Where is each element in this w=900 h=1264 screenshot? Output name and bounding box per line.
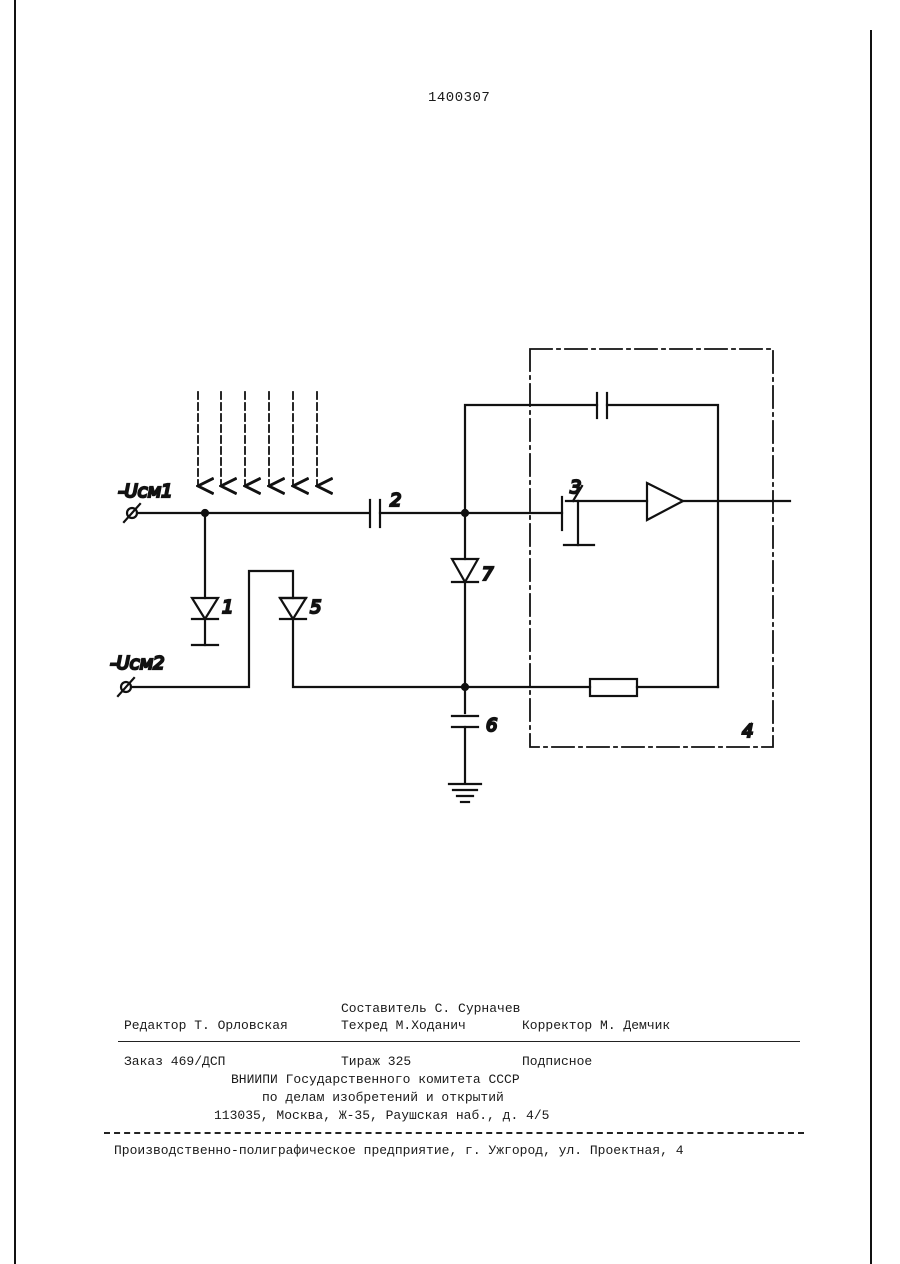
imprint-rule-dashed bbox=[104, 1132, 804, 1134]
address-line: 113035, Москва, Ж-35, Раушская наб., д. … bbox=[214, 1108, 549, 1123]
label-component-1: 1 bbox=[222, 597, 233, 618]
label-ucm2: -Ucм2 bbox=[110, 653, 165, 674]
org-line-1: ВНИИПИ Государственного комитета СССР bbox=[231, 1072, 520, 1087]
order-line: Заказ 469/ДСП bbox=[124, 1054, 225, 1069]
label-component-3: 3 bbox=[570, 477, 581, 498]
feedback-capacitor bbox=[465, 393, 718, 687]
editor-line: Редактор Т. Орловская bbox=[124, 1018, 288, 1033]
label-ucm1: -Ucм1 bbox=[118, 481, 173, 502]
photodiode-1 bbox=[192, 513, 218, 645]
label-component-6: 6 bbox=[486, 715, 497, 736]
label-component-4: 4 bbox=[742, 721, 753, 742]
imprint-rule-solid bbox=[118, 1041, 800, 1042]
ground-symbol bbox=[449, 784, 481, 802]
capacitor-6 bbox=[452, 716, 478, 783]
compiler-line: Составитель С. Сурначев bbox=[341, 1001, 520, 1016]
diode-5 bbox=[280, 598, 465, 687]
corrector-line: Корректор М. Демчик bbox=[522, 1018, 670, 1033]
light-rays bbox=[198, 392, 317, 486]
subscription-line: Подписное bbox=[522, 1054, 592, 1069]
org-line-2: по делам изобретений и открытий bbox=[262, 1090, 504, 1105]
printer-line: Производственно-полиграфическое предприя… bbox=[114, 1143, 684, 1158]
terminal-ucm1 bbox=[124, 504, 368, 522]
label-component-2: 2 bbox=[390, 490, 401, 511]
label-component-5: 5 bbox=[310, 597, 321, 618]
techred-line: Техред М.Ходанич bbox=[341, 1018, 466, 1033]
print-run-line: Тираж 325 bbox=[341, 1054, 411, 1069]
label-component-7: 7 bbox=[482, 564, 494, 585]
resistor bbox=[465, 679, 718, 696]
